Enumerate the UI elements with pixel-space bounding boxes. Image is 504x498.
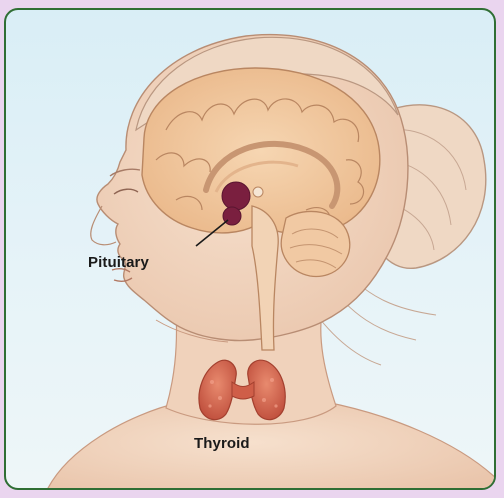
pituitary-label: Pituitary	[88, 254, 149, 271]
cerebellum	[281, 211, 350, 276]
thyroid-label: Thyroid	[194, 435, 250, 452]
anatomy-illustration	[6, 10, 496, 490]
hypothalamus	[222, 182, 250, 210]
illustration-panel: Pituitary Thyroid	[4, 8, 496, 490]
